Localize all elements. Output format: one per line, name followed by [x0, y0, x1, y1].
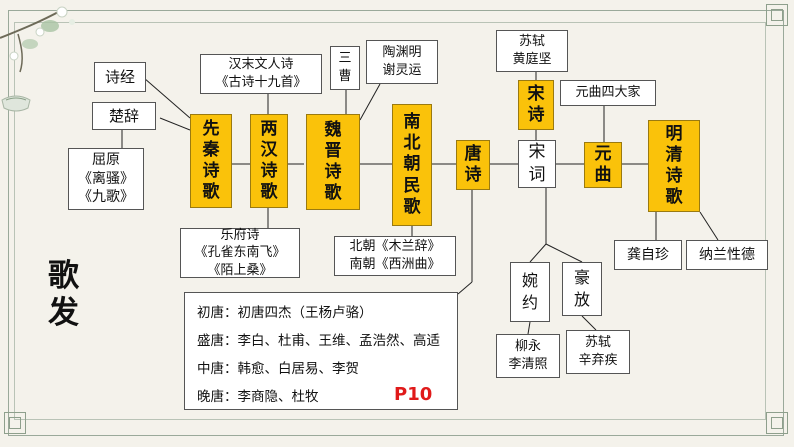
corner-ornament-tr — [766, 4, 788, 26]
period-poets: 李商隐、杜牧 — [237, 389, 319, 405]
node-chuci: 楚辞 — [92, 102, 156, 130]
line-mingqing-nalan — [699, 211, 719, 241]
node-quyuan: 屈原 《离骚》 《九歌》 — [68, 148, 144, 210]
node-nanbeichao: 南 北 朝 民 歌 — [392, 104, 432, 226]
node-lianghan: 两 汉 诗 歌 — [250, 114, 288, 208]
line-taoxie-weijin — [359, 83, 381, 121]
line-branch-wanyue — [529, 243, 547, 263]
period-poets: 李白、杜甫、王维、孟浩然、高适 — [237, 333, 441, 349]
node-wanyue: 婉 约 — [510, 262, 550, 322]
period-poets: 韩愈、白居易、李贺 — [237, 361, 360, 377]
period-label: 盛唐： — [197, 333, 238, 349]
node-xianqin: 先 秦 诗 歌 — [190, 114, 232, 208]
node-nalan: 纳兰性德 — [686, 240, 768, 270]
node-taoxie: 陶渊明 谢灵运 — [366, 40, 438, 84]
page-reference: P10 — [394, 384, 433, 405]
outer-frame — [8, 10, 784, 436]
node-yuefu: 乐府诗 《孔雀东南飞》 《陌上桑》 — [180, 228, 300, 278]
node-suxin: 苏轼 辛弃疾 — [566, 330, 630, 374]
node-weijin: 魏 晋 诗 歌 — [306, 114, 360, 210]
line-chuci-xianqin — [159, 117, 191, 131]
blossom-decoration — [0, 6, 75, 112]
tang-row-late: 晚唐：李商隐、杜牧 — [197, 385, 319, 405]
line-branch-haofang — [545, 243, 583, 263]
node-shijing: 诗经 — [94, 62, 146, 92]
node-beinan: 北朝《木兰辞》 南朝《西洲曲》 — [334, 236, 456, 276]
tang-row-high: 盛唐：李白、杜甫、王维、孟浩然、高适 — [197, 329, 440, 349]
corner-ornament-br — [766, 412, 788, 434]
node-mingqing: 明 清 诗 歌 — [648, 120, 700, 212]
node-gongzizhen: 龚自珍 — [614, 240, 682, 270]
corner-ornament-bl — [4, 412, 26, 434]
period-label: 初唐： — [197, 305, 238, 321]
period-label: 中唐： — [197, 361, 238, 377]
line-haofang-suxin — [581, 315, 597, 331]
node-songshi: 宋 诗 — [518, 80, 554, 130]
tang-row-middle: 中唐：韩愈、白居易、李贺 — [197, 357, 359, 377]
line-shijing-xianqin — [143, 77, 191, 119]
node-suhuang: 苏轼 黄庭坚 — [496, 30, 568, 72]
node-yuanqu4: 元曲四大家 — [560, 80, 656, 106]
line-tang-box — [457, 281, 473, 295]
node-liuli: 柳永 李清照 — [496, 334, 560, 378]
inner-frame — [14, 22, 766, 420]
node-yuanqu: 元 曲 — [584, 142, 622, 188]
tang-periods-box: 初唐：初唐四杰（王杨卢骆） 盛唐：李白、杜甫、王维、孟浩然、高适 中唐：韩愈、白… — [184, 292, 458, 410]
period-poets: 初唐四杰（王杨卢骆） — [237, 305, 373, 321]
slide-title: 歌 发 — [48, 258, 79, 332]
node-tangshi: 唐 诗 — [456, 140, 490, 190]
node-songci: 宋 词 — [518, 140, 556, 188]
tang-row-early: 初唐：初唐四杰（王杨卢骆） — [197, 301, 373, 321]
node-hanmo: 汉末文人诗 《古诗十九首》 — [200, 54, 322, 94]
line-wanyue-liuli — [527, 321, 531, 335]
period-label: 晚唐： — [197, 389, 238, 405]
node-haofang: 豪 放 — [562, 262, 602, 316]
node-sancao: 三 曹 — [330, 46, 360, 90]
